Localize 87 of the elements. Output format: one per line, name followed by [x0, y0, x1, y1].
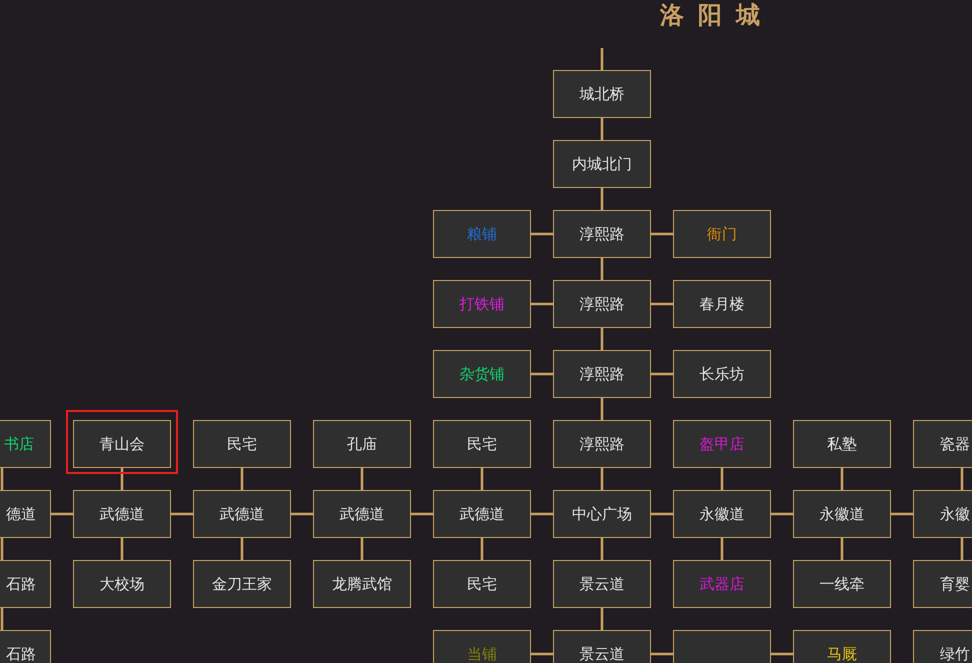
connector-line [240, 468, 244, 490]
place-box: 城北桥 [553, 70, 651, 118]
place-box: 民宅 [193, 420, 291, 468]
place-box: 武德道 [433, 490, 531, 538]
connector-line [840, 538, 844, 560]
place-box: 武器店 [673, 560, 771, 608]
connector-line [291, 512, 313, 516]
place-box: 淳熙路 [553, 280, 651, 328]
connector-line [960, 468, 964, 490]
place-box: 育婴 [913, 560, 972, 608]
place-box: 永徽 [913, 490, 972, 538]
connector-line [0, 468, 4, 490]
place-box: 私塾 [793, 420, 891, 468]
place-box: 盔甲店 [673, 420, 771, 468]
connector-line [480, 538, 484, 560]
place-box: 金刀王家 [193, 560, 291, 608]
connector-line [600, 48, 604, 70]
connector-line [891, 512, 913, 516]
place-box: 中心广场 [553, 490, 651, 538]
place-box: 粮铺 [433, 210, 531, 258]
place-box: 龙腾武馆 [313, 560, 411, 608]
connector-line [600, 468, 604, 490]
connector-line [360, 468, 364, 490]
place-box: 春月楼 [673, 280, 771, 328]
place-box: 景云道 [553, 630, 651, 663]
place-box: 书店 [0, 420, 51, 468]
place-box: 景云道 [553, 560, 651, 608]
place-box: 武德道 [73, 490, 171, 538]
connector-line [651, 512, 673, 516]
connector-line [531, 232, 553, 236]
place-box: 青山会 [73, 420, 171, 468]
connector-line [651, 302, 673, 306]
connector-line [0, 608, 4, 630]
connector-line [120, 468, 124, 490]
connector-line [600, 258, 604, 280]
connector-line [171, 512, 193, 516]
place-box: 武德道 [313, 490, 411, 538]
place-box: 淳熙路 [553, 420, 651, 468]
connector-line [840, 468, 844, 490]
place-box: 马厩 [793, 630, 891, 663]
place-box: 大校场 [73, 560, 171, 608]
connector-line [411, 512, 433, 516]
connector-line [651, 652, 673, 656]
place-box: 淳熙路 [553, 350, 651, 398]
connector-line [651, 232, 673, 236]
place-box: 孔庙 [313, 420, 411, 468]
place-box: 德道 [0, 490, 51, 538]
connector-line [600, 608, 604, 630]
place-box: 淳熙路 [553, 210, 651, 258]
place-box: 民宅 [433, 420, 531, 468]
place-box: 长乐坊 [673, 350, 771, 398]
place-box: 打铁铺 [433, 280, 531, 328]
connector-line [600, 328, 604, 350]
place-box: 永徽道 [793, 490, 891, 538]
connector-line [651, 372, 673, 376]
place-box: 瓷器 [913, 420, 972, 468]
title: 洛阳城 [660, 1, 774, 29]
place-box: 石路 [0, 560, 51, 608]
place-box: 一线牵 [793, 560, 891, 608]
connector-line [240, 538, 244, 560]
place-box: 石路 [0, 630, 51, 663]
connector-line [120, 538, 124, 560]
connector-line [600, 118, 604, 140]
connector-line [600, 188, 604, 210]
place-box: 杂货铺 [433, 350, 531, 398]
connector-line [0, 538, 4, 560]
connector-line [531, 302, 553, 306]
connector-line [720, 538, 724, 560]
place-box: 武德道 [193, 490, 291, 538]
place-box: 内城北门 [553, 140, 651, 188]
connector-line [531, 372, 553, 376]
place-box: 衙门 [673, 210, 771, 258]
place-box: 民宅 [433, 560, 531, 608]
connector-line [720, 468, 724, 490]
connector-line [480, 468, 484, 490]
connector-line [771, 512, 793, 516]
connector-line [531, 512, 553, 516]
connector-line [600, 398, 604, 420]
connector-line [771, 652, 793, 656]
place-box: 绿竹 [913, 630, 972, 663]
connector-line [531, 652, 553, 656]
connector-line [600, 538, 604, 560]
connector-line [960, 538, 964, 560]
connector-line [360, 538, 364, 560]
place-box: 永徽道 [673, 490, 771, 538]
place-box: 当铺 [433, 630, 531, 663]
connector-line [51, 512, 73, 516]
